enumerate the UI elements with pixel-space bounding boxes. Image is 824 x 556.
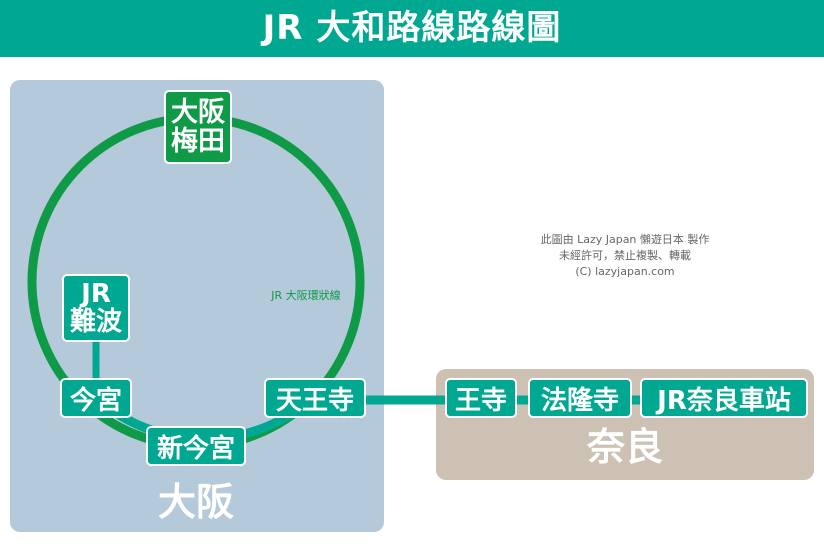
station-jr-namba-line1: JR [81,278,111,309]
station-shin-imamiya: 新今宮 [146,426,246,466]
station-jr-namba: JR 難波 [62,274,130,342]
page-title: JR 大和路線路線圖 [262,8,562,48]
station-tennoji: 天王寺 [264,378,366,418]
station-osaka-umeda-line1: 大阪 [171,96,225,128]
station-osaka-umeda: 大阪 梅田 [164,90,232,164]
credit-line-3: (C) lazyjapan.com [575,265,675,278]
station-jr-nara: JR奈良車站 [640,378,808,418]
station-jr-namba-line2: 難波 [69,307,122,337]
credit-line-2: 未經許可，禁止複製、轉載 [559,249,691,262]
nara-region-label: 奈良 [586,425,663,469]
credit-note: 此圖由 Lazy Japan 懶遊日本 製作 未經許可，禁止複製、轉載 (C) … [500,232,750,280]
station-imamiya: 今宮 [60,378,132,418]
station-oji: 王寺 [445,378,517,418]
osaka-loop-line-label: JR 大阪環狀線 [271,289,341,302]
station-horyuji: 法隆寺 [528,378,632,418]
credit-line-1: 此圖由 Lazy Japan 懶遊日本 製作 [540,233,710,246]
header-bar [0,0,824,57]
osaka-region-label: 大阪 [157,480,234,524]
station-osaka-umeda-line2: 梅田 [171,126,225,157]
